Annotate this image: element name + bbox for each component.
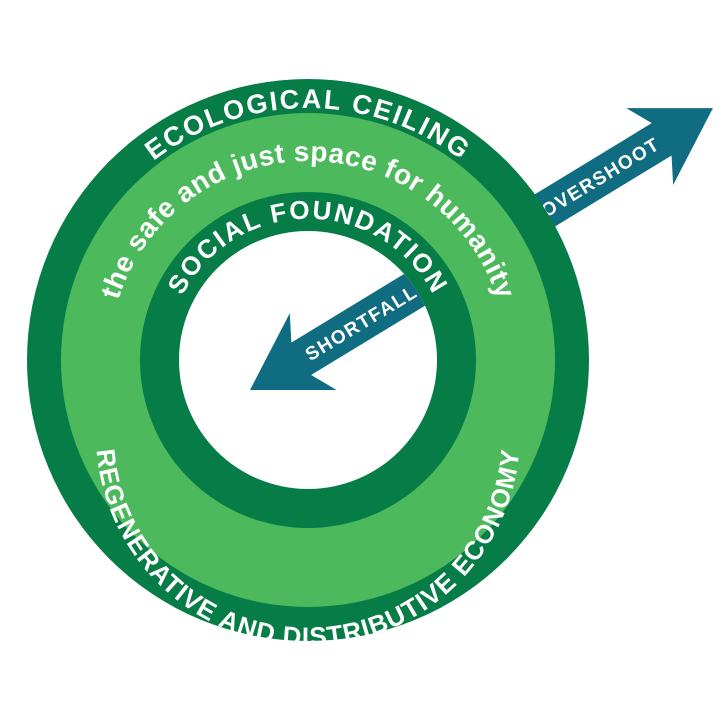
overshoot-arrowhead-icon xyxy=(626,108,713,186)
overshoot-label: OVERSHOOT xyxy=(538,134,664,222)
